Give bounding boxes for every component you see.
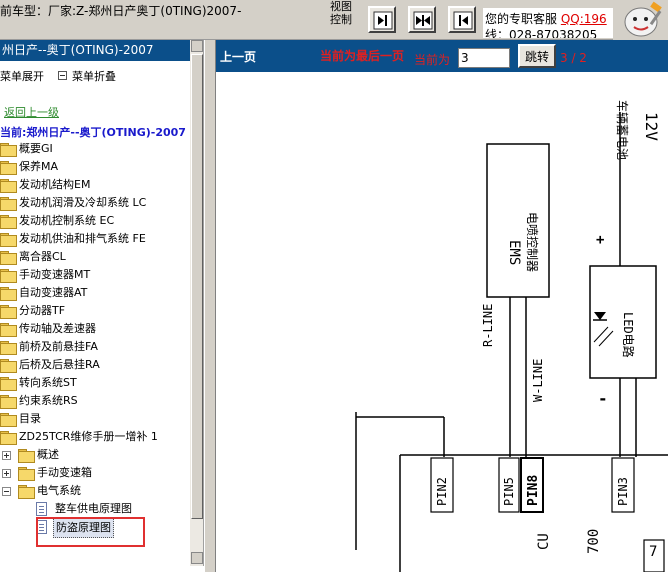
support-phone: 线：028-87038205 — [485, 28, 598, 38]
minus-sign: - — [598, 389, 608, 408]
scroll-down-arrow[interactable] — [191, 552, 203, 564]
navigation-tree-panel: 州日产--奥丁(OTING)-2007 菜单展开 菜单折叠 返回上一级 当前:郑… — [0, 40, 204, 566]
arrows-center-icon — [413, 11, 433, 30]
folder-icon — [18, 449, 35, 463]
collapse-node-icon[interactable] — [2, 487, 11, 496]
current-page-label: 当前为 — [414, 53, 451, 67]
folder-icon — [0, 413, 17, 427]
current-path: 当前:郑州日产--奥丁(OTING)-2007 — [0, 126, 186, 139]
document-icon — [36, 502, 47, 516]
scroll-up-arrow[interactable] — [191, 40, 203, 52]
panel-splitter[interactable] — [204, 40, 216, 572]
scroll-thumb[interactable] — [191, 54, 203, 519]
ems-box — [486, 143, 550, 298]
pin5-label: PIN5 — [502, 477, 516, 506]
folder-icon — [0, 215, 17, 229]
folder-icon — [0, 323, 17, 337]
expand-all-link[interactable]: 菜单展开 — [0, 70, 44, 83]
jump-button[interactable]: 跳转 — [518, 44, 556, 68]
expand-icon[interactable] — [2, 451, 11, 460]
wiring-diagram: EMS 电喷控制器 车辆蓄电池 12V LED电路 + - R-LINE W-L… — [216, 72, 668, 572]
vehicle-label: 前车型：厂家:Z-郑州日产奥丁(0TING)2007- — [0, 4, 242, 18]
folder-icon — [0, 395, 17, 409]
ems-sublabel: 电喷控制器 — [525, 212, 539, 272]
folder-icon — [0, 161, 17, 175]
battery-voltage: 12V — [642, 112, 661, 141]
mascot-icon — [613, 0, 668, 40]
folder-icon — [0, 431, 17, 445]
expand-icon[interactable] — [2, 469, 11, 478]
number-7-label: 7 — [649, 544, 657, 560]
pin2-label: PIN2 — [435, 477, 449, 506]
folder-icon — [0, 359, 17, 373]
support-qq-link[interactable]: QQ:196 — [560, 12, 607, 26]
r-line-label: R-LINE — [481, 304, 495, 347]
last-page-notice: 当前为最后一页 — [320, 49, 405, 63]
folder-icon — [0, 305, 17, 319]
collapse-all-link[interactable]: 菜单折叠 — [72, 70, 116, 83]
pin3-label: PIN3 — [616, 477, 630, 506]
previous-page-link[interactable]: 上一页 — [220, 50, 257, 64]
view-control-label: 视图控制 — [330, 0, 352, 26]
show-left-panel-button[interactable] — [368, 6, 396, 33]
led-diode-icon — [594, 312, 606, 320]
pin3-box — [611, 457, 635, 513]
folder-icon — [0, 251, 17, 265]
battery-label: 车辆蓄电池 — [615, 100, 630, 160]
page-count: 3 / 2 — [560, 51, 587, 65]
tree-controls: 菜单展开 菜单折叠 — [0, 68, 190, 84]
folder-icon — [0, 233, 17, 247]
folder-icon — [0, 287, 17, 301]
folder-icon — [0, 197, 17, 211]
folder-icon — [0, 143, 17, 157]
pin8-box — [520, 457, 544, 513]
folder-icon — [18, 467, 35, 481]
customer-support-panel: 您的专职客服 QQ:196 线：028-87038205 — [483, 8, 613, 38]
folder-open-icon — [18, 485, 35, 499]
folder-icon — [0, 341, 17, 355]
support-title: 您的专职客服 — [485, 12, 558, 26]
pin8-label: PIN8 — [526, 475, 541, 506]
arrow-left-bar-icon — [453, 11, 473, 30]
vertical-scrollbar[interactable] — [190, 40, 203, 566]
w-line-label: W-LINE — [531, 359, 545, 402]
tree-header: 州日产--奥丁(OTING)-2007 — [0, 40, 190, 61]
plus-sign: + — [596, 232, 604, 248]
pin2-box — [430, 457, 454, 513]
arrow-right-bar-icon — [373, 11, 393, 30]
folder-icon — [0, 179, 17, 193]
cu-label: CU — [536, 533, 552, 550]
folder-icon — [0, 377, 17, 391]
ems-label: EMS — [506, 240, 522, 265]
top-bar: 前车型：厂家:Z-郑州日产奥丁(0TING)2007- 视图控制 您的专职客服 … — [0, 0, 668, 40]
collapse-icon — [58, 71, 67, 80]
back-link[interactable]: 返回上一级 — [4, 106, 59, 119]
led-box — [589, 265, 657, 379]
highlight-annotation — [36, 517, 145, 547]
split-view-button[interactable] — [408, 6, 436, 33]
pin5-box — [498, 457, 520, 513]
page-number-input[interactable] — [458, 48, 510, 68]
number-700-label: 700 — [586, 529, 602, 554]
folder-icon — [0, 269, 17, 283]
led-label: LED电路 — [621, 312, 636, 358]
page-navigation-bar: 上一页 当前为最后一页 当前为 跳转 3 / 2 — [216, 40, 668, 72]
hide-left-panel-button[interactable] — [448, 6, 476, 33]
